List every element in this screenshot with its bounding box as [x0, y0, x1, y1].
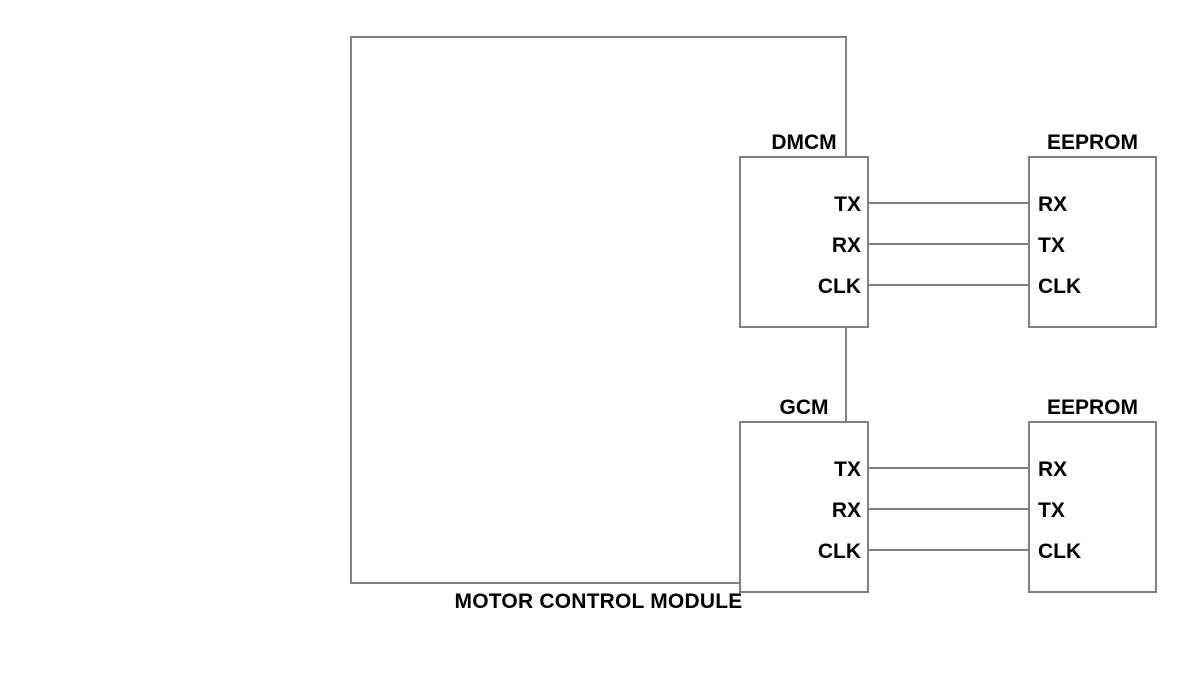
- pin-gcm-rx: RX: [831, 499, 861, 522]
- block-dmcm[interactable]: TX RX CLK: [739, 156, 869, 328]
- pin-dmcm-rx: RX: [831, 234, 861, 257]
- block-title-dmcm: DMCM: [771, 131, 837, 154]
- pin-gcm-tx: TX: [834, 458, 861, 481]
- block-title-gcm: GCM: [779, 396, 829, 419]
- pin-eeprom-bottom-tx: TX: [1038, 499, 1065, 522]
- wire-dmcm-clk-to-eeprom-clk: [869, 284, 1028, 286]
- module-caption: MOTOR CONTROL MODULE: [454, 590, 743, 613]
- block-gcm[interactable]: TX RX CLK: [739, 421, 869, 593]
- block-eeprom-top[interactable]: RX TX CLK: [1028, 156, 1157, 328]
- wire-gcm-clk-to-eeprom-clk: [869, 549, 1028, 551]
- block-eeprom-bottom[interactable]: RX TX CLK: [1028, 421, 1157, 593]
- pin-eeprom-top-tx: TX: [1038, 234, 1065, 257]
- pin-dmcm-clk: CLK: [817, 275, 861, 298]
- wire-gcm-tx-to-eeprom-rx: [869, 467, 1028, 469]
- pin-eeprom-bottom-rx: RX: [1038, 458, 1068, 481]
- block-title-eeprom-top: EEPROM: [1046, 131, 1138, 154]
- pin-eeprom-bottom-clk: CLK: [1038, 540, 1082, 563]
- pin-gcm-clk: CLK: [817, 540, 861, 563]
- block-title-eeprom-bottom: EEPROM: [1046, 396, 1138, 419]
- pin-eeprom-top-rx: RX: [1038, 193, 1068, 216]
- motor-control-module-container: DMCM EEPROM TX RX CLK RX TX CLK GCM EEPR…: [350, 36, 1157, 593]
- wire-gcm-rx-to-eeprom-tx: [869, 508, 1028, 510]
- pin-eeprom-top-clk: CLK: [1038, 275, 1082, 298]
- pin-dmcm-tx: TX: [834, 193, 861, 216]
- wire-dmcm-tx-to-eeprom-rx: [869, 202, 1028, 204]
- wire-dmcm-rx-to-eeprom-tx: [869, 243, 1028, 245]
